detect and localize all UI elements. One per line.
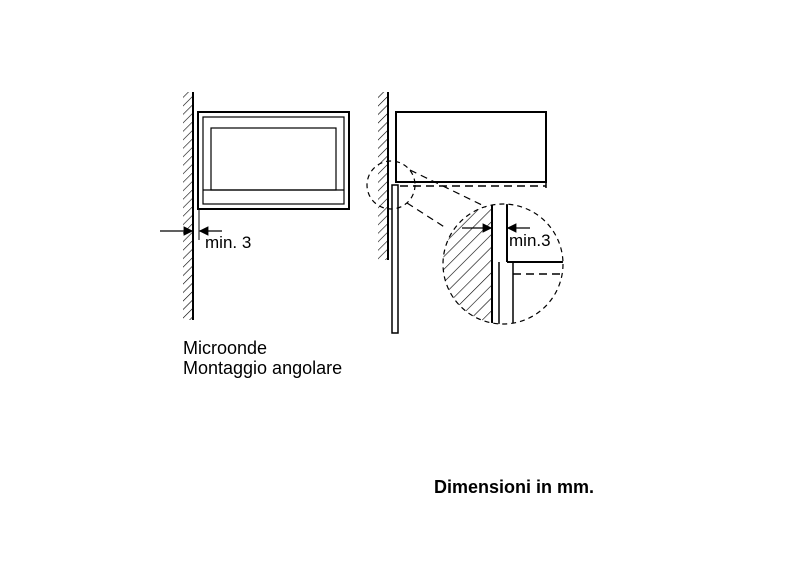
clearance-label-detail: min.3 [509,231,551,250]
microwave-front-inner [202,116,345,205]
detail-wall-hatching [443,204,492,324]
detail-view: min.3 [442,203,564,325]
microwave-side-body [395,111,547,183]
right-wall-hatching [378,92,388,260]
detail-circle-outline [442,203,564,325]
figure-caption: Microonde Montaggio angolare [183,338,342,378]
clearance-label-left: min. 3 [205,233,251,252]
caption-line-1: Microonde [183,338,268,358]
detail-connector-top [409,169,487,208]
caption-line-2: Montaggio angolare [183,358,343,378]
right-view [366,92,547,334]
detail-connector-bottom [406,202,447,229]
left-view: min. 3 [160,92,350,320]
side-panel [391,184,399,334]
microwave-front-outer [197,111,350,210]
units-note: Dimensioni in mm. [434,477,595,497]
left-wall-hatching [183,92,193,320]
microwave-door-window [210,127,337,191]
detail-marker-circle [366,160,416,210]
